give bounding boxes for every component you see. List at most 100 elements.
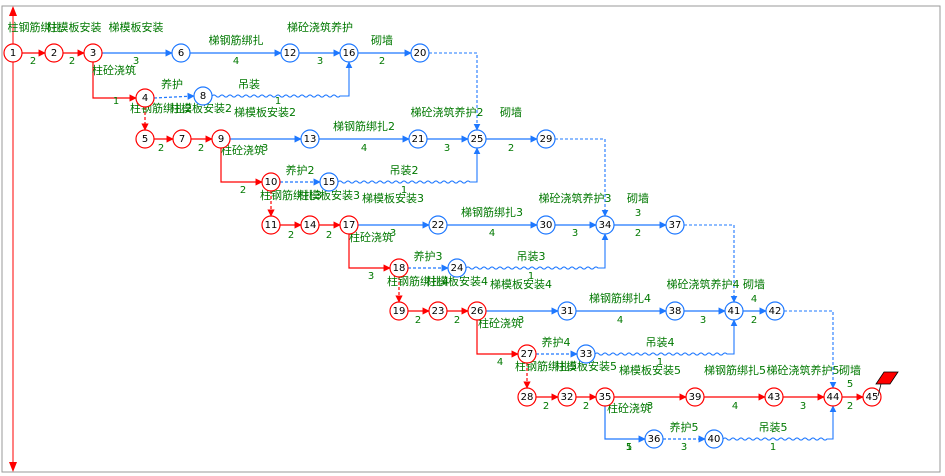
node-number-30: 30 bbox=[540, 220, 553, 231]
node-9[interactable]: 9 bbox=[211, 129, 231, 149]
node-number-28: 28 bbox=[521, 392, 534, 403]
duration-label-a20: 2 bbox=[326, 230, 332, 241]
node-40[interactable]: 40 bbox=[704, 429, 724, 449]
node-26[interactable]: 26 bbox=[467, 301, 487, 321]
node-16[interactable]: 16 bbox=[339, 43, 359, 63]
node-14[interactable]: 14 bbox=[300, 215, 320, 235]
node-15[interactable]: 15 bbox=[319, 172, 339, 192]
activity-label-a18: 吊装2 bbox=[390, 164, 419, 177]
node-34[interactable]: 34 bbox=[595, 215, 615, 235]
edge-24-34 bbox=[465, 233, 609, 270]
node-22[interactable]: 22 bbox=[428, 215, 448, 235]
activity-label-a21: 梯模板安装3 bbox=[362, 191, 424, 205]
node-circle-39 bbox=[685, 387, 705, 407]
node-23[interactable]: 23 bbox=[428, 301, 448, 321]
activity-label-a7: 柱砼浇筑 bbox=[92, 63, 136, 77]
node-32[interactable]: 32 bbox=[557, 387, 577, 407]
node-number-21: 21 bbox=[412, 134, 425, 145]
duration-label-a38: 2 bbox=[583, 401, 589, 412]
node-7[interactable]: 7 bbox=[172, 129, 192, 149]
node-36[interactable]: 36 bbox=[644, 429, 664, 449]
node-27[interactable]: 27 bbox=[517, 344, 537, 364]
node-24[interactable]: 24 bbox=[447, 258, 467, 278]
duration-label-a5: 3 bbox=[317, 56, 323, 67]
node-31[interactable]: 31 bbox=[557, 301, 577, 321]
node-39[interactable]: 39 bbox=[685, 387, 705, 407]
node-number-41: 41 bbox=[728, 306, 741, 317]
node-10[interactable]: 10 bbox=[261, 172, 281, 192]
duration-label-a46: 1 bbox=[626, 442, 632, 453]
activity-label-a41: 梯砼浇筑养护5 bbox=[767, 363, 840, 377]
activity-label-a38: 柱模板安装5 bbox=[555, 359, 617, 373]
duration-label-a37: 2 bbox=[543, 401, 549, 412]
edge-35-36 bbox=[604, 406, 646, 443]
node-circle-42 bbox=[765, 301, 785, 321]
node-29[interactable]: 29 bbox=[536, 129, 556, 149]
node-13[interactable]: 13 bbox=[300, 129, 320, 149]
node-number-12: 12 bbox=[284, 48, 297, 59]
activity-label-a5: 梯砼浇筑养护 bbox=[287, 20, 353, 34]
duration-label-a23: 3 bbox=[572, 228, 578, 239]
node-4[interactable]: 4 bbox=[135, 88, 155, 108]
node-18[interactable]: 18 bbox=[389, 258, 409, 278]
node-33[interactable]: 33 bbox=[576, 344, 596, 364]
node-number-42: 42 bbox=[769, 306, 782, 317]
duration-label-a39: 3 bbox=[647, 401, 653, 412]
node-12[interactable]: 12 bbox=[280, 43, 300, 63]
node-number-27: 27 bbox=[521, 349, 534, 360]
node-circle-18 bbox=[389, 258, 409, 278]
node-number-26: 26 bbox=[471, 306, 484, 317]
node-circle-6 bbox=[171, 43, 191, 63]
duration-label-a44: 3 bbox=[681, 442, 687, 453]
node-circle-15 bbox=[319, 172, 339, 192]
node-number-29: 29 bbox=[540, 134, 553, 145]
node-number-40: 40 bbox=[708, 434, 721, 445]
node-circle-2 bbox=[44, 43, 64, 63]
node-number-16: 16 bbox=[343, 48, 356, 59]
node-2[interactable]: 2 bbox=[44, 43, 64, 63]
node-43[interactable]: 43 bbox=[764, 387, 784, 407]
node-3[interactable]: 3 bbox=[83, 43, 103, 63]
node-circle-19 bbox=[389, 301, 409, 321]
duration-label-a14: 3 bbox=[444, 143, 450, 154]
node-21[interactable]: 21 bbox=[408, 129, 428, 149]
node-44[interactable]: 44 bbox=[823, 387, 843, 407]
node-25[interactable]: 25 bbox=[467, 129, 487, 149]
activity-label-a6: 砌墙 bbox=[371, 33, 393, 47]
time-axis-top-arrow bbox=[9, 6, 17, 16]
node-28[interactable]: 28 bbox=[517, 387, 537, 407]
node-circle-13 bbox=[300, 129, 320, 149]
node-19[interactable]: 19 bbox=[389, 301, 409, 321]
node-circle-7 bbox=[172, 129, 192, 149]
node-11[interactable]: 11 bbox=[261, 215, 281, 235]
node-37[interactable]: 37 bbox=[665, 215, 685, 235]
node-20[interactable]: 20 bbox=[410, 43, 430, 63]
duration-label-a1: 2 bbox=[30, 56, 36, 67]
node-42[interactable]: 42 bbox=[765, 301, 785, 321]
activity-label-a20: 柱模板安装3 bbox=[298, 188, 360, 202]
node-number-23: 23 bbox=[432, 306, 445, 317]
node-45[interactable]: 45 bbox=[862, 387, 882, 407]
edge-15-25 bbox=[337, 147, 481, 184]
node-circle-5 bbox=[135, 129, 155, 149]
node-1[interactable]: 1 bbox=[3, 43, 23, 63]
node-35[interactable]: 35 bbox=[595, 387, 615, 407]
duration-label-a42: 5 bbox=[847, 379, 853, 390]
node-circle-17 bbox=[339, 215, 359, 235]
node-8[interactable]: 8 bbox=[193, 86, 213, 106]
duration-label-a12: 3 bbox=[262, 143, 268, 154]
node-30[interactable]: 30 bbox=[536, 215, 556, 235]
node-circle-11 bbox=[261, 215, 281, 235]
node-number-4: 4 bbox=[142, 93, 148, 104]
activity-label-a24: 砌墙 bbox=[627, 191, 649, 205]
node-6[interactable]: 6 bbox=[171, 43, 191, 63]
node-41[interactable]: 41 bbox=[724, 301, 744, 321]
end-flag-icon bbox=[875, 371, 899, 397]
node-17[interactable]: 17 bbox=[339, 215, 359, 235]
node-38[interactable]: 38 bbox=[665, 301, 685, 321]
edge-37-41 bbox=[684, 224, 738, 303]
node-circle-41 bbox=[724, 301, 744, 321]
node-circle-43 bbox=[764, 387, 784, 407]
node-5[interactable]: 5 bbox=[135, 129, 155, 149]
